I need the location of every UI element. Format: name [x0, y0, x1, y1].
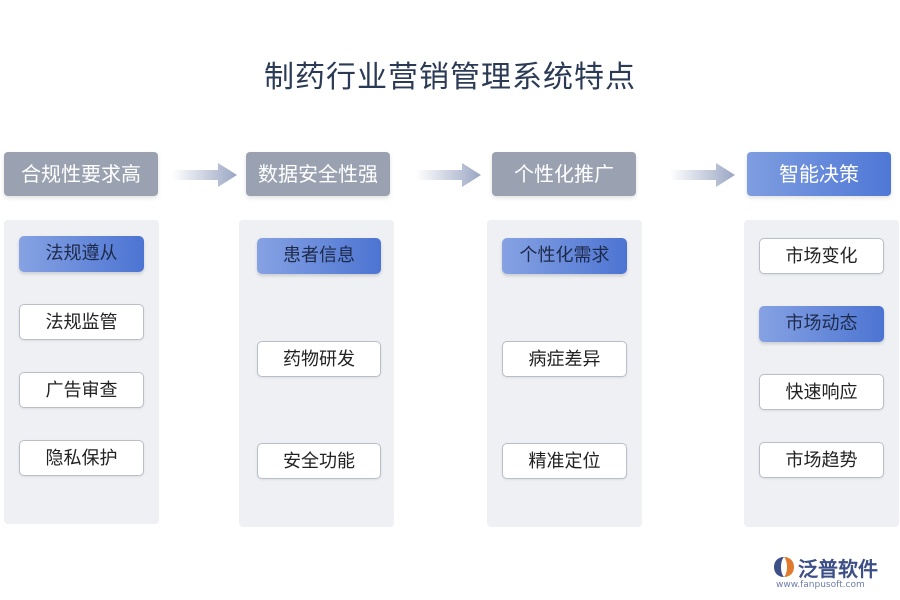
item-patient-info: 患者信息 [257, 238, 381, 274]
column-panel-personalized-promotion: 个性化需求 病症差异 精准定位 [487, 220, 642, 527]
flow-arrow-icon [172, 163, 237, 187]
watermark-logo: 泛普软件 www.fanpusoft.com [772, 553, 896, 593]
column-header-smart-decision: 智能决策 [747, 152, 891, 196]
column-panel-compliance: 法规遵从 法规监管 广告审查 隐私保护 [4, 220, 159, 524]
item-market-trends: 市场趋势 [759, 442, 884, 478]
item-ad-review: 广告审查 [19, 372, 144, 408]
column-header-compliance: 合规性要求高 [4, 152, 158, 196]
watermark-url: www.fanpusoft.com [776, 580, 865, 590]
column-header-personalized-promotion: 个性化推广 [492, 152, 636, 196]
item-market-dynamics: 市场动态 [759, 306, 884, 342]
column-panel-smart-decision: 市场变化 市场动态 快速响应 市场趋势 [744, 220, 899, 527]
watermark-brand: 泛普软件 [798, 557, 878, 581]
item-privacy-protection: 隐私保护 [19, 440, 144, 476]
flow-arrow-icon [416, 163, 481, 187]
item-market-change: 市场变化 [759, 238, 884, 274]
column-header-data-security: 数据安全性强 [246, 152, 390, 196]
flow-arrow-icon [670, 163, 735, 187]
item-personalized-needs: 个性化需求 [502, 238, 627, 274]
item-security-features: 安全功能 [257, 443, 381, 479]
item-disease-differences: 病症差异 [502, 341, 627, 377]
column-panel-data-security: 患者信息 药物研发 安全功能 [239, 220, 394, 527]
fanpu-logo-icon [774, 557, 794, 577]
item-drug-research: 药物研发 [257, 341, 381, 377]
item-regulatory-compliance: 法规遵从 [19, 236, 144, 272]
item-quick-response: 快速响应 [759, 374, 884, 410]
item-precise-targeting: 精准定位 [502, 443, 627, 479]
item-regulatory-supervision: 法规监管 [19, 304, 144, 340]
page-title: 制药行业营销管理系统特点 [264, 60, 636, 95]
